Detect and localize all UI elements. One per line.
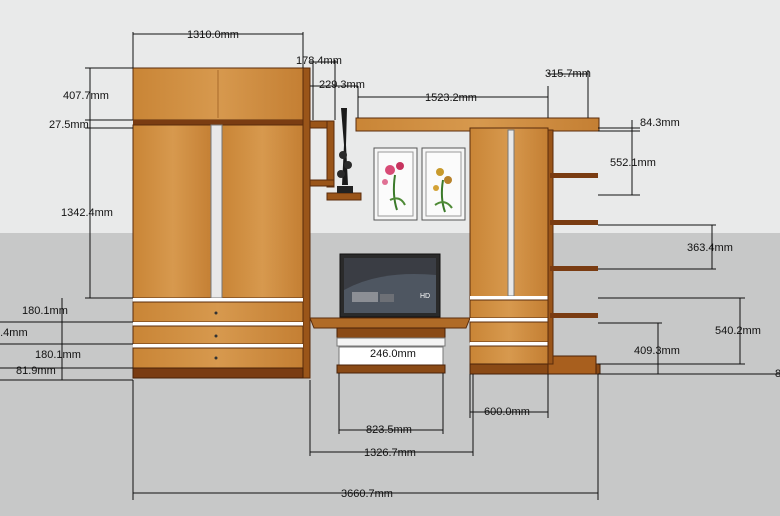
dim-band-height: 27.5mm <box>49 119 89 131</box>
vase-icon <box>337 108 353 193</box>
tv-cabinet <box>309 317 471 374</box>
dim-drawer-2: 0.4mm <box>0 327 28 339</box>
dim-base-height: 81.9mm <box>16 365 56 377</box>
dim-right-cut: 8 <box>775 368 780 380</box>
dim-drawer-3: 180.1mm <box>35 349 81 361</box>
tv: HD <box>339 253 441 322</box>
dim-door-height: 1342.4mm <box>61 207 113 219</box>
dim-middle-width: 1326.7mm <box>364 447 416 459</box>
wardrobe <box>132 67 311 379</box>
dim-right-height-2: 409.3mm <box>634 345 680 357</box>
side-shelves <box>550 173 598 318</box>
dim-drawer-1: 180.1mm <box>22 305 68 317</box>
dimension-lines <box>0 32 780 500</box>
dim-small-b: 229.3mm <box>319 79 365 91</box>
dim-right-unit-width: 600.0mm <box>484 406 530 418</box>
dim-tv-drawer: 246.0mm <box>370 348 416 360</box>
dim-top-width: 1310.0mm <box>187 29 239 41</box>
right-bookcase <box>469 127 601 375</box>
vase-shelf <box>309 108 362 201</box>
dim-small-a: 178.4mm <box>296 55 342 67</box>
dim-shelf-span: 1523.2mm <box>425 92 477 104</box>
dim-total-width: 3660.7mm <box>341 488 393 500</box>
dim-shelf-top-height: 84.3mm <box>640 117 680 129</box>
flower-picture-left <box>373 147 418 221</box>
dim-tv-unit-width: 823.5mm <box>366 424 412 436</box>
dim-top-cabinet-height: 407.7mm <box>63 90 109 102</box>
flower-picture-right <box>421 147 466 221</box>
dim-right-height-1: 540.2mm <box>715 325 761 337</box>
dim-shelf-gap: 363.4mm <box>687 242 733 254</box>
dim-right-overhang: 315.7mm <box>545 68 591 80</box>
tv-hd-label: HD <box>420 293 430 300</box>
dim-pictures-height: 552.1mm <box>610 157 656 169</box>
